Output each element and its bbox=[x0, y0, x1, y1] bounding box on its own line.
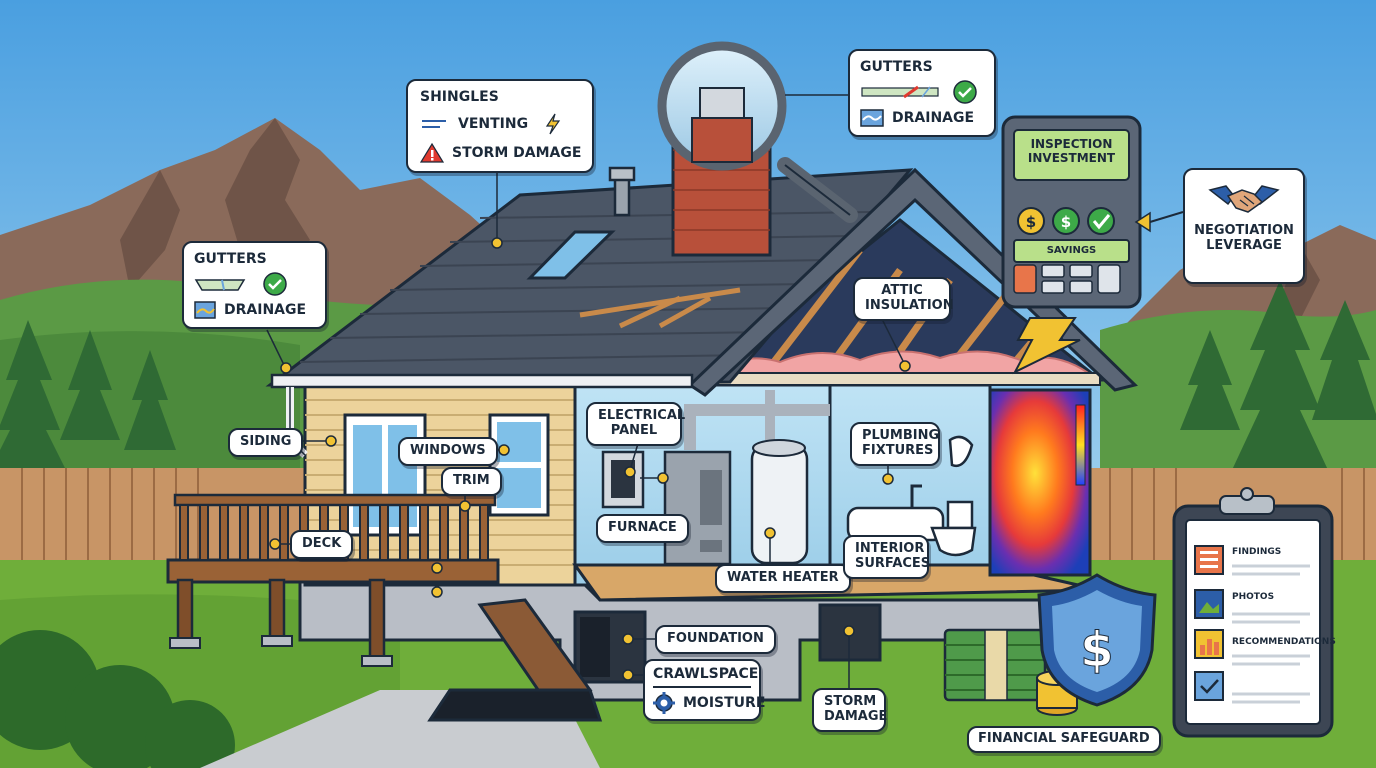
callout-storm-damage-ground: STORM DAMAGE bbox=[812, 688, 888, 732]
storm-damage-roof-label: STORM DAMAGE bbox=[452, 145, 582, 162]
roof-damage bbox=[579, 287, 741, 329]
gutter bbox=[270, 373, 694, 389]
toilet bbox=[946, 500, 974, 530]
shield-dollar-icon: $ bbox=[1037, 573, 1157, 707]
deck-label: DECK bbox=[302, 536, 342, 551]
check-icon bbox=[952, 79, 978, 105]
gutters-top-label: GUTTERS bbox=[860, 59, 933, 75]
callout-interior-surfaces: INTERIOR SURFACES bbox=[843, 535, 931, 579]
savings-screen: SAVINGS bbox=[1016, 245, 1127, 256]
callout-crawlspace: CRAWLSPACE MOISTURE bbox=[643, 659, 765, 722]
callout-gutters-left: GUTTERS DRAINAGE bbox=[182, 241, 327, 330]
gear-icon bbox=[653, 692, 675, 715]
plumbing-fixtures-label: PLUMBING FIXTURES bbox=[862, 428, 940, 458]
callout-plumbing-fixtures: PLUMBING FIXTURES bbox=[850, 422, 940, 466]
callout-electrical-panel: ELECTRICAL PANEL bbox=[586, 402, 686, 446]
inspection-investment-screen: INSPECTION INVESTMENT bbox=[1016, 137, 1127, 166]
drainage-top-label: DRAINAGE bbox=[892, 110, 975, 127]
svg-text:$: $ bbox=[1080, 622, 1113, 678]
leader-lines bbox=[266, 94, 911, 688]
gutter-icon bbox=[194, 274, 254, 294]
check-icon bbox=[262, 271, 288, 297]
drainage-icon bbox=[194, 301, 216, 319]
callout-deck: DECK bbox=[290, 530, 354, 559]
water-heater bbox=[750, 443, 809, 565]
arrow bbox=[1012, 317, 1081, 375]
storm-damage-ground-label: STORM DAMAGE bbox=[824, 694, 888, 724]
venting-label: VENTING bbox=[458, 116, 529, 133]
photos-label: PHOTOS bbox=[1232, 592, 1275, 602]
drainage-left-label: DRAINAGE bbox=[224, 302, 307, 319]
trim-label: TRIM bbox=[453, 473, 490, 488]
gutter-icon bbox=[860, 84, 944, 100]
wind-icon bbox=[420, 117, 450, 131]
recommendations-label: RECOMMENDATIONS bbox=[1232, 637, 1336, 647]
water-heater-label: WATER HEATER bbox=[727, 570, 839, 585]
callout-gutters-top: GUTTERS DRAINAGE bbox=[848, 49, 996, 138]
trees-left bbox=[0, 320, 176, 470]
negotiation-leverage-label: NEGOTIATION LEVERAGE bbox=[1194, 223, 1294, 253]
callout-siding: SIDING bbox=[228, 428, 304, 457]
deck bbox=[166, 493, 500, 667]
callout-furnace: FURNACE bbox=[596, 514, 689, 543]
callout-roof: SHINGLES VENTING STORM DAMAGE bbox=[406, 79, 594, 174]
crawlspace-label: CRAWLSPACE bbox=[653, 666, 759, 682]
svg-text:$: $ bbox=[1026, 213, 1036, 231]
findings-label: FINDINGS bbox=[1232, 547, 1282, 557]
handshake-icon bbox=[1191, 176, 1297, 220]
drainage-icon bbox=[860, 109, 884, 127]
clipboard bbox=[1172, 487, 1334, 738]
callout-financial-safeguard: FINANCIAL SAFEGUARD bbox=[967, 726, 1161, 753]
trees-right bbox=[1180, 280, 1376, 470]
foundation-label: FOUNDATION bbox=[667, 631, 764, 646]
electrical-panel-label: ELECTRICAL PANEL bbox=[598, 408, 686, 438]
callout-foundation: FOUNDATION bbox=[655, 625, 776, 654]
inspection-investment-label: INSPECTION INVESTMENT bbox=[1027, 137, 1116, 166]
interior-surfaces-label: INTERIOR SURFACES bbox=[855, 541, 931, 571]
money-stack bbox=[943, 628, 1047, 702]
furnace-label: FURNACE bbox=[608, 520, 677, 535]
calculator: $ $ bbox=[1001, 115, 1184, 309]
gutters-left-label: GUTTERS bbox=[194, 251, 267, 267]
warning-icon bbox=[420, 143, 444, 163]
savings-label: SAVINGS bbox=[1046, 245, 1097, 256]
thermal-image bbox=[988, 388, 1092, 577]
financial-safeguard-label: FINANCIAL SAFEGUARD bbox=[978, 731, 1150, 746]
windows-label: WINDOWS bbox=[410, 443, 486, 458]
moisture-label: MOISTURE bbox=[683, 695, 766, 712]
skylight bbox=[526, 230, 616, 280]
callout-attic-insulation: ATTIC INSULATION bbox=[853, 277, 954, 321]
shingles-label: SHINGLES bbox=[420, 89, 499, 105]
siding-label: SIDING bbox=[240, 434, 292, 449]
callout-windows: WINDOWS bbox=[398, 437, 498, 466]
lightning-icon bbox=[544, 113, 562, 135]
attic-insulation-label: ATTIC INSULATION bbox=[865, 283, 954, 313]
svg-text:$: $ bbox=[1061, 213, 1071, 231]
magnifying-glass-icon bbox=[657, 41, 858, 223]
callout-negotiation: NEGOTIATION LEVERAGE bbox=[1183, 168, 1305, 284]
callout-trim: TRIM bbox=[441, 467, 502, 496]
bushes bbox=[0, 630, 235, 768]
callout-water-heater: WATER HEATER bbox=[715, 564, 851, 593]
